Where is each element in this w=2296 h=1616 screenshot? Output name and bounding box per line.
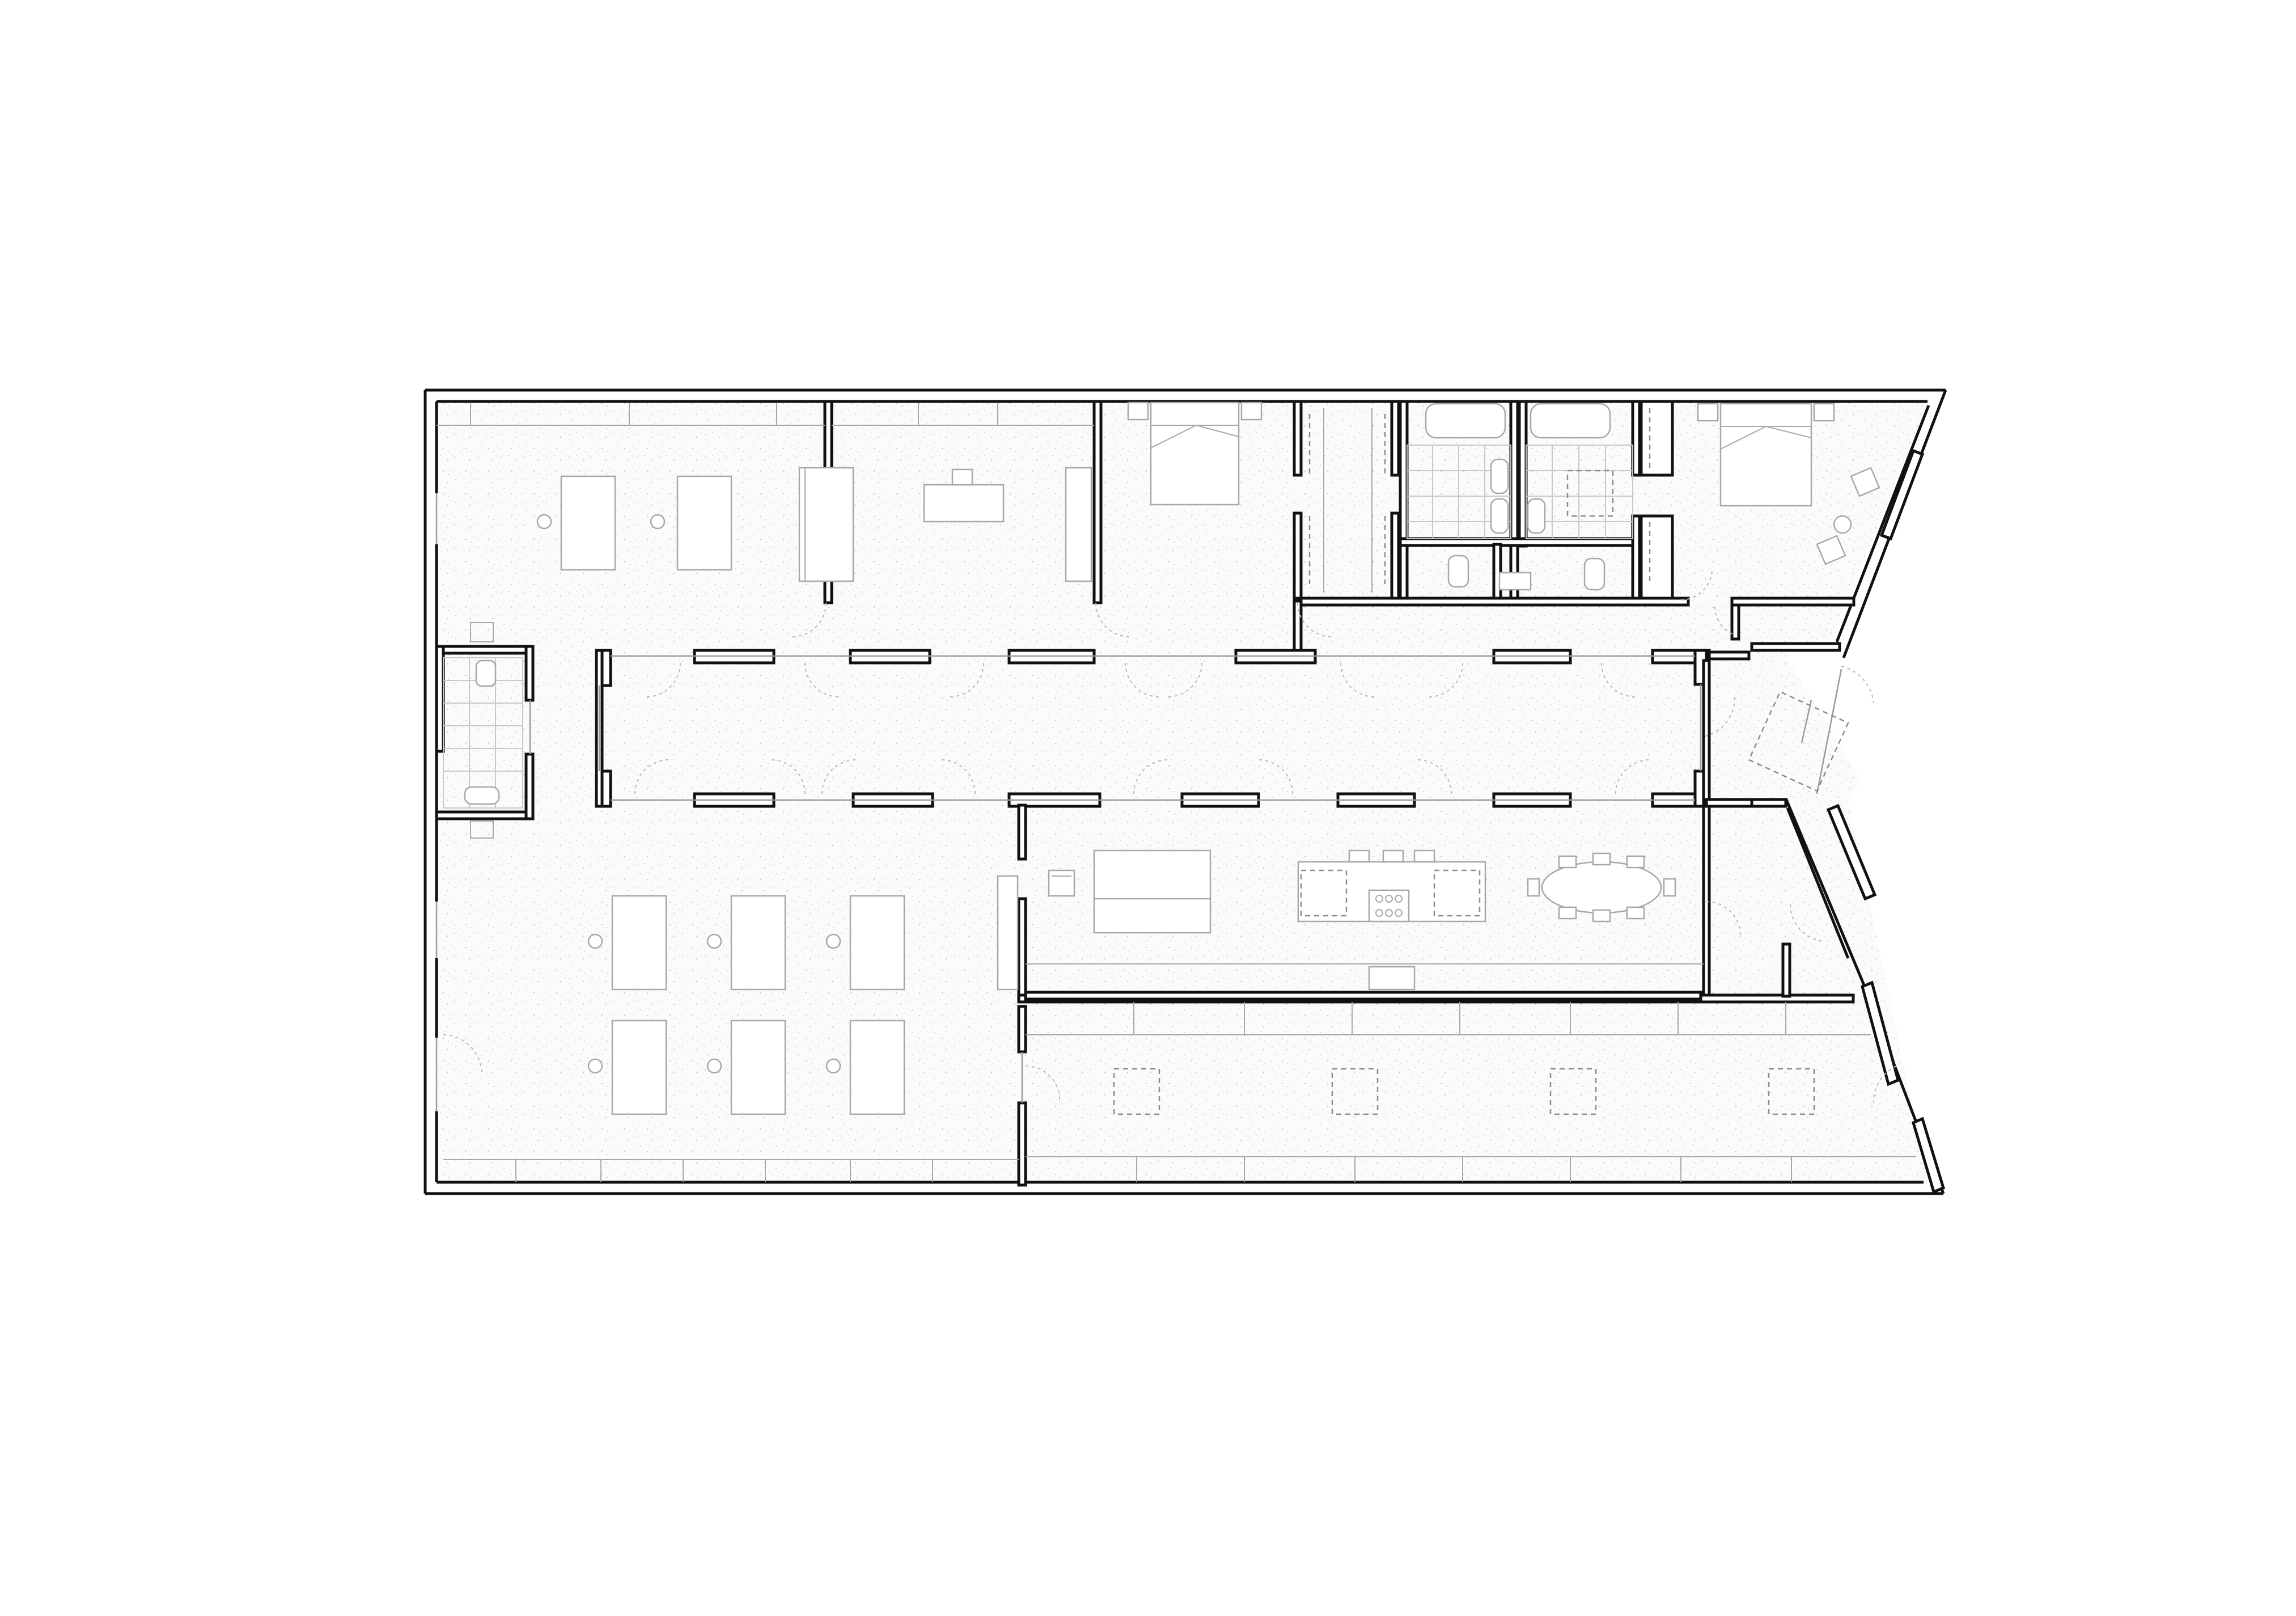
basin	[1490, 458, 1509, 494]
wc-basin	[464, 786, 500, 805]
office-north-west-furniture	[437, 403, 854, 582]
display-plinth	[1113, 1068, 1160, 1115]
gallery-south	[1026, 1002, 1916, 1182]
bathtub	[1530, 403, 1611, 439]
basin	[1527, 498, 1546, 534]
toilet	[1583, 557, 1605, 591]
display-plinth	[1768, 1068, 1815, 1115]
exterior-walls	[423, 388, 1947, 1195]
bathroom-a	[1407, 403, 1511, 588]
office-north-middle-furniture	[832, 403, 1094, 582]
closets-north	[1308, 408, 1651, 593]
office-south-west-furniture	[443, 875, 1019, 1182]
living-kitchen-dining	[1026, 849, 1704, 991]
bedroom-north-east-furniture	[1680, 403, 1880, 600]
bathtub	[1425, 403, 1506, 439]
bathroom-b	[1498, 403, 1633, 591]
basin	[1490, 498, 1509, 534]
wc-west	[435, 622, 535, 839]
dining-table	[1541, 861, 1662, 914]
central-hall-walls	[595, 602, 1765, 997]
armchair	[1850, 467, 1880, 497]
desk	[730, 895, 786, 991]
bed	[1150, 401, 1240, 506]
desk	[676, 475, 732, 571]
armchair	[1048, 869, 1075, 897]
armchair	[1816, 535, 1846, 565]
bedroom-north-furniture	[1127, 401, 1263, 506]
entrance-door	[1748, 691, 1849, 792]
bed	[1719, 403, 1812, 507]
wc-toilet	[475, 659, 497, 687]
desk	[611, 1019, 667, 1115]
desk	[923, 484, 1005, 523]
display-plinth	[1331, 1068, 1379, 1115]
south-partitions	[443, 803, 1897, 1187]
toilet	[1447, 555, 1469, 588]
entry-vestibule	[1748, 666, 1874, 942]
desk	[849, 1019, 905, 1115]
desk	[611, 895, 667, 991]
desk	[730, 1019, 786, 1115]
desk	[560, 475, 616, 571]
desk	[849, 895, 905, 991]
display-plinth	[1549, 1068, 1597, 1115]
shower-tray	[1566, 469, 1614, 517]
